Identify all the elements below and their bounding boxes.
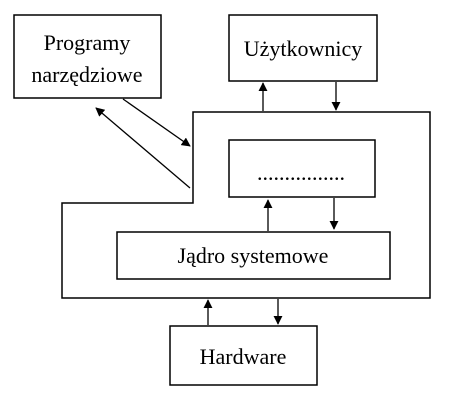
hardware-box [169,325,318,386]
system-boundary [61,111,431,299]
arrow-system-to-programs [95,107,191,189]
kernel-label: Jądro systemowe [178,243,329,268]
layer-label: ................ [257,160,345,185]
hardware-label: Hardware [200,344,287,369]
users-label: Użytkownicy [244,36,363,61]
layer-box [228,139,376,198]
hardware-node: Hardware [169,325,318,386]
programs-box [13,14,162,99]
programs-label-line-1: Programy [44,30,131,55]
kernel-node: Jądro systemowe [116,231,391,280]
programs-label-line-2: narzędziowe [31,62,142,87]
layer-node: ................ [228,139,376,198]
arrow-programs-to-system [122,98,191,147]
kernel-box [116,231,391,280]
programs-node: Programy narzędziowe [13,14,162,99]
users-box [228,14,378,82]
users-node: Użytkownicy [228,14,378,82]
